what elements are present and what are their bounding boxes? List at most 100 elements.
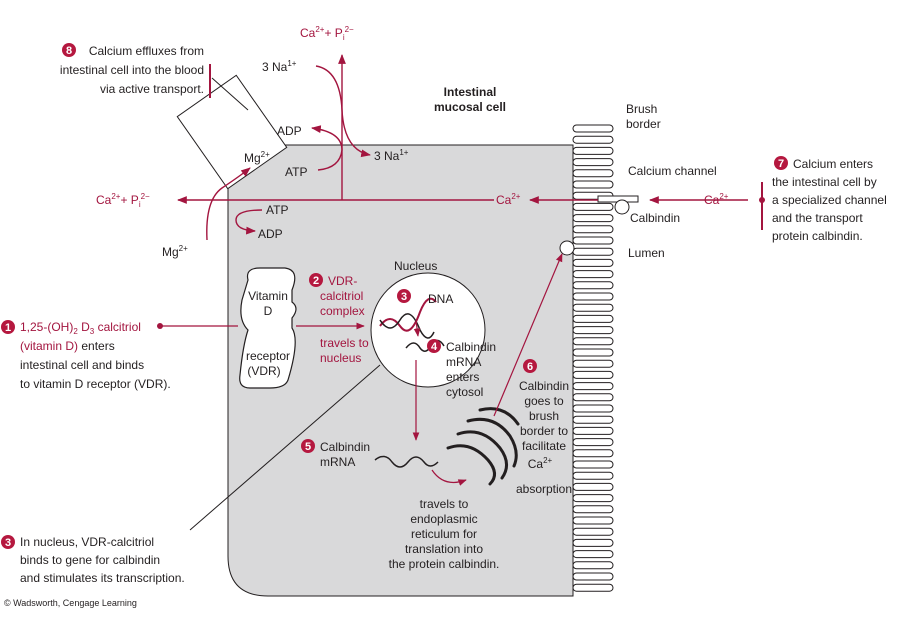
step1-dot: [157, 323, 163, 329]
step3-leader-line: [189, 364, 381, 531]
er-text-6: translation into: [405, 542, 483, 556]
microvillus: [572, 281, 614, 290]
vdr-text-5: nucleus: [320, 351, 361, 365]
nucleus-label: Nucleus: [394, 259, 437, 273]
microvillus: [572, 158, 614, 167]
ion-pump: [176, 74, 288, 190]
microvillus: [572, 415, 614, 424]
microvillus: [572, 538, 614, 547]
dna-strand-a: [379, 297, 437, 332]
step3-line-2: binds to gene for calbindin: [20, 553, 160, 567]
microvillus: [572, 348, 614, 357]
microvillus: [572, 449, 614, 458]
step8-number: 8: [66, 45, 72, 57]
cell-title-1: Intestinal: [444, 85, 497, 99]
step1-badge: [1, 320, 15, 334]
endoplasmic-reticulum: [446, 407, 520, 486]
vdr-text-1: VDR-: [328, 274, 357, 288]
ca-right-label: Ca2+: [704, 192, 729, 207]
microvillus: [572, 337, 614, 346]
receptor-text-3: receptor: [246, 349, 290, 363]
step6-number: 6: [527, 361, 533, 373]
microvillus: [572, 583, 614, 592]
microvillus: [572, 393, 614, 402]
dna-label: DNA: [428, 292, 453, 306]
step2-badge: [309, 273, 323, 287]
mrna-text-2: mRNA: [446, 355, 481, 369]
step4-number: 4: [431, 341, 438, 353]
adp-top-label: ADP: [277, 124, 302, 138]
calbindin-protein: [614, 199, 630, 215]
mrna-in-cytosol: [374, 455, 439, 468]
microvillus: [572, 482, 614, 491]
mrna-text-1: Calbindin: [446, 340, 496, 354]
mg-inside-label: Mg2+: [244, 150, 270, 165]
brush-label-2: border: [626, 117, 661, 131]
step3-line-1: In nucleus, VDR-calcitriol: [20, 535, 154, 549]
goes-text-6: Ca2+: [528, 456, 553, 471]
microvillus: [572, 550, 614, 559]
microvillus: [572, 516, 614, 525]
step1-line-4: to vitamin D receptor (VDR).: [20, 377, 171, 391]
microvillus: [572, 247, 614, 256]
microvillus: [572, 494, 614, 503]
microvillus: [572, 180, 614, 189]
receptor-text-1: Vitamin: [248, 289, 288, 303]
ca-top-label: Ca2++ Pi2−: [300, 25, 354, 42]
transcription-arrow: [413, 319, 421, 337]
brush-label-1: Brush: [626, 102, 657, 116]
microvillus: [572, 426, 614, 435]
goes-text-4: border to: [520, 424, 568, 438]
microvillus: [572, 258, 614, 267]
sodium-inward-arrow: [315, 65, 371, 158]
microvillus: [572, 404, 614, 413]
vdr-text-4: travels to: [320, 336, 369, 350]
step1-number: 1: [5, 322, 11, 334]
step8-badge: [62, 43, 76, 57]
vdr-text-3: complex: [320, 304, 365, 318]
atp-top-label: ATP: [285, 165, 307, 179]
ca-left-label: Ca2++ Pi2−: [96, 192, 150, 209]
step5-number: 5: [305, 441, 311, 453]
step7-line-2: the intestinal cell by: [772, 175, 877, 189]
microvillus: [572, 314, 614, 323]
step7-number: 7: [778, 158, 784, 170]
microvillus: [572, 572, 614, 581]
vdr-text-2: calcitriol: [320, 289, 363, 303]
microvillus: [572, 326, 614, 335]
microvillus: [572, 225, 614, 234]
atp-to-adp-bottom: [235, 209, 263, 235]
step8-line-1: Calcium effluxes from: [89, 44, 204, 58]
step8-line-3: via active transport.: [100, 82, 204, 96]
ca-mid-label: Ca2+: [496, 192, 521, 207]
step1-line-2: (vitamin D) enters: [20, 339, 115, 353]
microvillus: [572, 214, 614, 223]
step7-dot: [759, 197, 765, 203]
microvillus: [572, 202, 614, 211]
mrna-text-3: enters: [446, 370, 479, 384]
step7-line-3: a specialized channel: [772, 193, 887, 207]
step7-badge: [774, 156, 788, 170]
microvillus: [572, 370, 614, 379]
step3-inner-badge: [397, 289, 411, 303]
goes-text-2: goes to: [524, 394, 564, 408]
cell-title-2: mucosal cell: [434, 100, 506, 114]
microvillus: [572, 561, 614, 570]
microvillus: [572, 303, 614, 312]
step4-badge: [427, 339, 441, 353]
dna-strand-b: [379, 313, 435, 339]
microvillus: [572, 460, 614, 469]
lumen-label: Lumen: [628, 246, 665, 260]
step2-number: 2: [313, 275, 319, 287]
goes-text-5: facilitate: [522, 439, 566, 453]
receptor-text-4: (VDR): [247, 364, 280, 378]
microvillus: [572, 292, 614, 301]
microvillus: [572, 135, 614, 144]
nucleus: [370, 272, 486, 388]
vitamin-d-receptor: [239, 267, 297, 389]
microvillus: [572, 359, 614, 368]
step3-line-3: and stimulates its transcription.: [20, 571, 185, 585]
er-text-5: reticulum for: [411, 527, 477, 541]
goes-text-3: brush: [529, 409, 559, 423]
